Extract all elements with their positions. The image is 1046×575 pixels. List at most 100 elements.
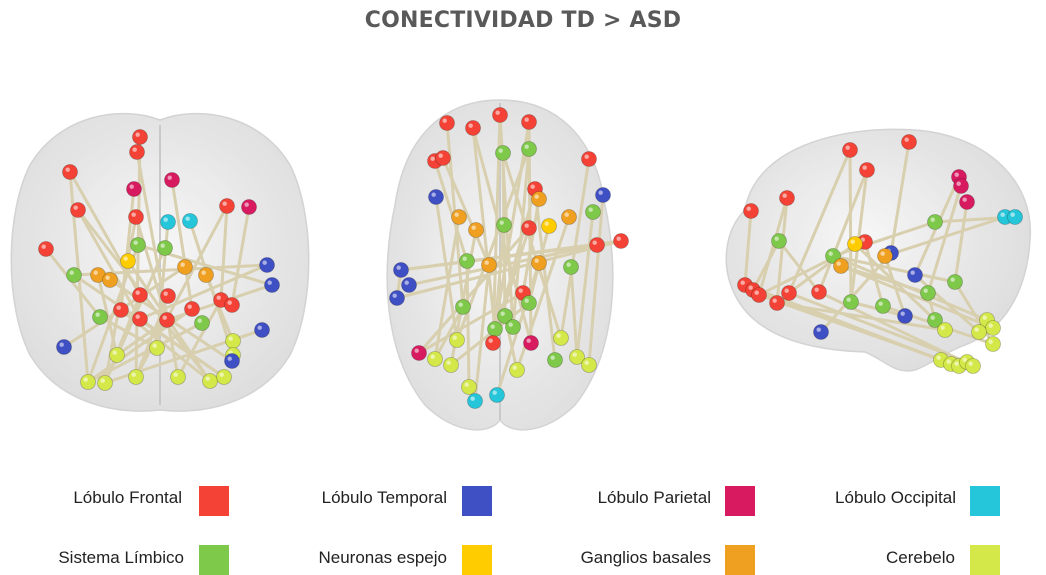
connection-line [395, 239, 623, 300]
node-frontal [219, 198, 235, 214]
legend-swatch-occipital [970, 486, 1000, 516]
node-highlight [257, 325, 262, 330]
node-highlight [205, 376, 210, 381]
node-cerebelo [937, 322, 953, 338]
brain-axial-view [386, 99, 629, 431]
node-highlight [112, 350, 117, 355]
connection-line [433, 215, 461, 361]
node-highlight [227, 300, 232, 305]
connection-line [407, 243, 599, 287]
node-highlight [910, 270, 915, 275]
legend-label-parietal: Lóbulo Parietal [597, 488, 711, 507]
node-temporal [907, 267, 923, 283]
node-temporal [813, 324, 829, 340]
connection-line [831, 254, 957, 284]
node-basales [481, 257, 497, 273]
node-cerebelo [509, 362, 525, 378]
legend-label-limbico: Sistema Límbico [58, 548, 184, 567]
node-basales [561, 209, 577, 225]
connection-line [76, 208, 142, 321]
node-highlight [524, 298, 529, 303]
node-highlight [490, 324, 495, 329]
node-temporal [428, 189, 444, 205]
node-highlight [954, 361, 959, 366]
node-temporal [897, 308, 913, 324]
connection-line [399, 243, 599, 272]
node-highlight [83, 377, 88, 382]
node-highlight [900, 311, 905, 316]
node-highlight [1000, 212, 1005, 217]
node-highlight [584, 154, 589, 159]
node-frontal [492, 107, 508, 123]
node-highlight [454, 212, 459, 217]
node-limbico [459, 253, 475, 269]
node-occipital [1007, 209, 1023, 225]
node-limbico [521, 295, 537, 311]
node-highlight [414, 348, 419, 353]
node-highlight [544, 221, 549, 226]
connection-line [787, 242, 857, 295]
node-highlight [930, 315, 935, 320]
node-highlight [100, 378, 105, 383]
connection-line [501, 151, 563, 340]
node-temporal [389, 290, 405, 306]
connection-line [913, 273, 981, 334]
node-highlight [471, 225, 476, 230]
connection-line [787, 148, 852, 295]
node-frontal [769, 295, 785, 311]
node-frontal [581, 151, 597, 167]
node-frontal [128, 209, 144, 225]
connection-line [417, 291, 525, 355]
legend-swatch-temporal [462, 486, 492, 516]
node-highlight [782, 193, 787, 198]
node-highlight [878, 301, 883, 306]
node-highlight [962, 197, 967, 202]
connection-line [170, 178, 194, 311]
node-highlight [974, 327, 979, 332]
node-cerebelo [553, 330, 569, 346]
node-highlight [95, 312, 100, 317]
legend-swatch-frontal [199, 486, 229, 516]
node-basales [451, 209, 467, 225]
connection-line [115, 318, 169, 357]
node-limbico [771, 233, 787, 249]
connection-line [98, 315, 159, 350]
node-highlight [904, 137, 909, 142]
node-highlight [116, 305, 121, 310]
node-highlight [988, 339, 993, 344]
node-cerebelo [202, 373, 218, 389]
brain-sagittal-view [725, 128, 1032, 374]
connection-line [575, 210, 595, 359]
legend-label-basales: Ganglios basales [580, 548, 711, 567]
node-cerebelo [128, 369, 144, 385]
node-highlight [495, 110, 500, 115]
node-highlight [404, 280, 409, 285]
node-highlight [227, 356, 232, 361]
node-basales [198, 267, 214, 283]
node-frontal [751, 287, 767, 303]
node-highlight [850, 239, 855, 244]
node-frontal [781, 285, 797, 301]
node-highlight [73, 205, 78, 210]
node-highlight [484, 260, 489, 265]
node-highlight [946, 359, 951, 364]
node-basales [177, 259, 193, 275]
node-espejo [120, 253, 136, 269]
legend-swatch-limbico [199, 545, 229, 575]
node-parietal [241, 199, 257, 215]
node-frontal [613, 233, 629, 249]
legend-swatch-basales [725, 545, 755, 575]
node-highlight [814, 287, 819, 292]
node-highlight [222, 201, 227, 206]
node-highlight [430, 156, 435, 161]
connection-line [471, 126, 497, 331]
node-frontal [485, 335, 501, 351]
node-highlight [772, 298, 777, 303]
node-frontal [589, 237, 605, 253]
connection-line [471, 126, 533, 345]
node-occipital [182, 213, 198, 229]
node-highlight [464, 382, 469, 387]
node-highlight [458, 302, 463, 307]
legend-swatch-espejo [462, 545, 492, 575]
node-highlight [438, 153, 443, 158]
